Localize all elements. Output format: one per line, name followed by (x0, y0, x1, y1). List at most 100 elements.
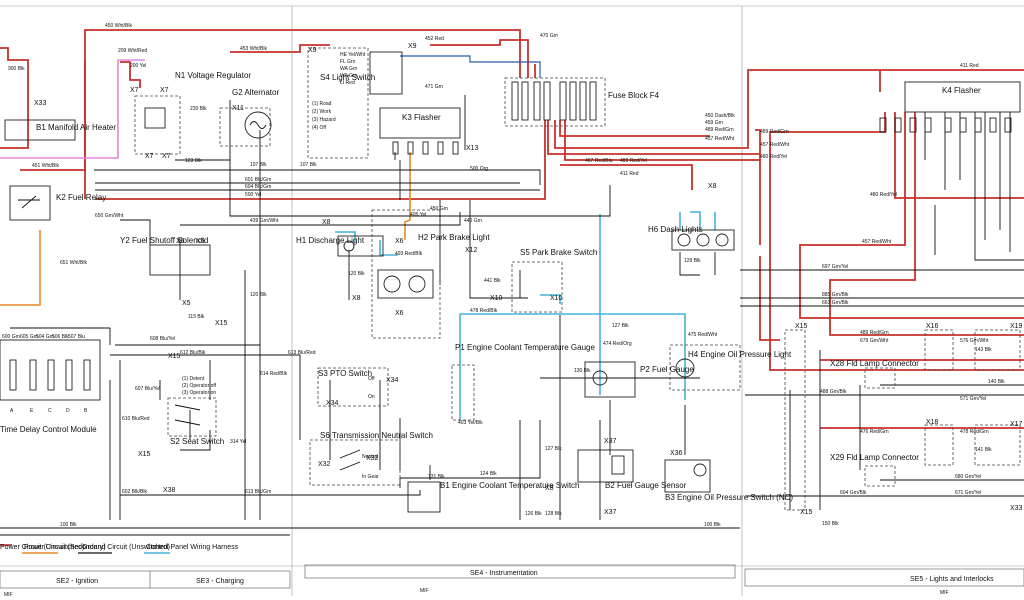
wire-label: 128 Blk (545, 511, 562, 517)
wire-label: 475 Red/Wht (688, 332, 718, 338)
fuel-relay-box (9, 185, 51, 221)
connector: X18 (926, 419, 939, 426)
wire-label: 450 Grn (430, 206, 448, 212)
wire-label: 614 Red/Blk (260, 371, 288, 377)
legend (0, 544, 170, 554)
section-bars (0, 564, 1024, 589)
wire-label: 680 Grn/Yel (955, 474, 981, 480)
wire-label: 651 Wht/Blk (60, 260, 87, 266)
wire-label: 150 Blk (822, 521, 839, 527)
wire-label: LI Red (340, 80, 355, 86)
power-wires-unswitched (0, 29, 1024, 429)
wire-label: 459 Grn (705, 120, 723, 126)
b3-label: B3 Engine Oil Pressure Switch (NC) (665, 493, 793, 502)
k3-label: K3 Flasher (402, 113, 441, 122)
connector: X15 (215, 320, 228, 327)
wire-label: 403 Yel/Blk (458, 420, 483, 426)
connector: X19 (1010, 323, 1023, 330)
wire-label: 131 Blk (428, 474, 445, 480)
neutral-switch-box (309, 439, 401, 486)
b1-heater-label: B1 Manifold Air Heater (36, 123, 116, 132)
park-brake-switch-box (511, 261, 563, 313)
connector: X32 (318, 461, 331, 468)
light-switch-box (307, 47, 369, 159)
wire-label: 480 Red/Yel (760, 154, 787, 160)
x28-connector-box (864, 367, 896, 389)
coolant-gauge-box (451, 364, 475, 421)
wire-label: 607 Blu/Yel (135, 386, 160, 392)
ground-wires (0, 95, 1024, 536)
s4-pos-2: (2) Work (312, 109, 332, 115)
wire-label: 613 Blk/Grn (245, 489, 272, 495)
wire-label: 474 Red/Org (603, 341, 632, 347)
connector: X33 (1010, 505, 1023, 512)
wire-label: 441 Blk (484, 278, 501, 284)
wire-label: 143 Blk (975, 347, 992, 353)
wire-label: 440 Grn (464, 218, 482, 224)
section-instrumentation: SE4 - Instrumentation (470, 570, 538, 577)
power-wires-secondary (0, 55, 541, 306)
wire-label: 120 Blk (250, 292, 267, 298)
y2-label: Y2 Fuel Shutoff Solenoid (120, 236, 208, 245)
k4-flasher-box (904, 81, 1021, 113)
wire-label: 605 Grn (20, 334, 38, 340)
wire-label: 697 Grn/Yel (822, 264, 848, 270)
s4-pos-3: (3) Hazard (312, 117, 336, 123)
wire-label: 411 Red (960, 63, 979, 69)
s2-label: S2 Seat Switch (170, 437, 224, 446)
connector: X8 (322, 219, 331, 226)
wire-label: 457 Red/Wht (760, 142, 790, 148)
wire-label: 488 Grn/Blk (820, 389, 847, 395)
control-panel-harness (335, 211, 716, 420)
s6-state-neutral: Neutral (362, 454, 378, 460)
footer-mark: MIF (420, 588, 429, 594)
s3-state-on: On (368, 394, 375, 400)
wire-label: 476 Red/Grn (860, 429, 889, 435)
wire-label: 608 Blu/Yel (150, 336, 175, 342)
park-brake-light-box (377, 269, 434, 299)
wire-label: 478 Red/Blk (470, 308, 498, 314)
delay-pin-a: A (10, 408, 14, 414)
fuel-gauge-box (584, 361, 636, 398)
wire-label: 604 Grn/Blk (840, 490, 867, 496)
wire-label: 679 Grn/Wht (860, 338, 889, 344)
s3-label: S3 PTO Switch (318, 369, 372, 378)
wire-label: 200 Yel (130, 63, 146, 69)
wire-label: 470 Grn (540, 33, 558, 39)
wire-label: 480 Red/Yel (620, 158, 647, 164)
connector: X10 (550, 295, 563, 302)
connector: X9 (308, 47, 317, 54)
connector: X34 (386, 377, 399, 384)
components (0, 47, 1021, 513)
footer-mark: MIF (4, 592, 13, 598)
connector: X7 (145, 153, 154, 160)
delay-pin-c: C (48, 408, 52, 414)
wire-label: 127 Blk (612, 323, 629, 329)
wire-label: 405 Yel (410, 212, 426, 218)
connector: X38 (163, 487, 176, 494)
connector: X34 (326, 400, 339, 407)
wire-label: 900 Blk (8, 66, 25, 72)
seat-switch-box (167, 397, 217, 437)
legend-panel-harness: Control Panel Wiring Harness (146, 544, 239, 551)
wire-label: 612 Blu/Blk (180, 350, 206, 356)
connector: X16 (926, 323, 939, 330)
wire-label: 500 Org (470, 166, 488, 172)
delay-pin-b: B (84, 408, 88, 414)
h6-label: H6 Dash Lights (648, 225, 703, 234)
wire-label: 604 Blk/Grn (245, 184, 272, 190)
wire-label: 209 Wht/Red (118, 48, 147, 54)
wire-label: 450 Dash/Blk (705, 113, 735, 119)
dash-lights-box (671, 229, 735, 251)
wire-label: 124 Blk (480, 471, 497, 477)
section-ignition: SE2 - Ignition (56, 578, 98, 585)
wire-label: 230 Blk (190, 106, 207, 112)
connector: X15 (138, 451, 151, 458)
wire-label: 411 Red (620, 171, 639, 177)
wire-label: 314 Yel (230, 439, 246, 445)
s4-pos-1: (1) Road (312, 101, 332, 107)
k4-label: K4 Flasher (942, 86, 981, 95)
wire-label: 489 Red/Grn (705, 127, 734, 133)
oil-pressure-switch-box (664, 459, 711, 493)
legend-power-unswitched: Power Circuit (Unswitched) (0, 544, 84, 551)
